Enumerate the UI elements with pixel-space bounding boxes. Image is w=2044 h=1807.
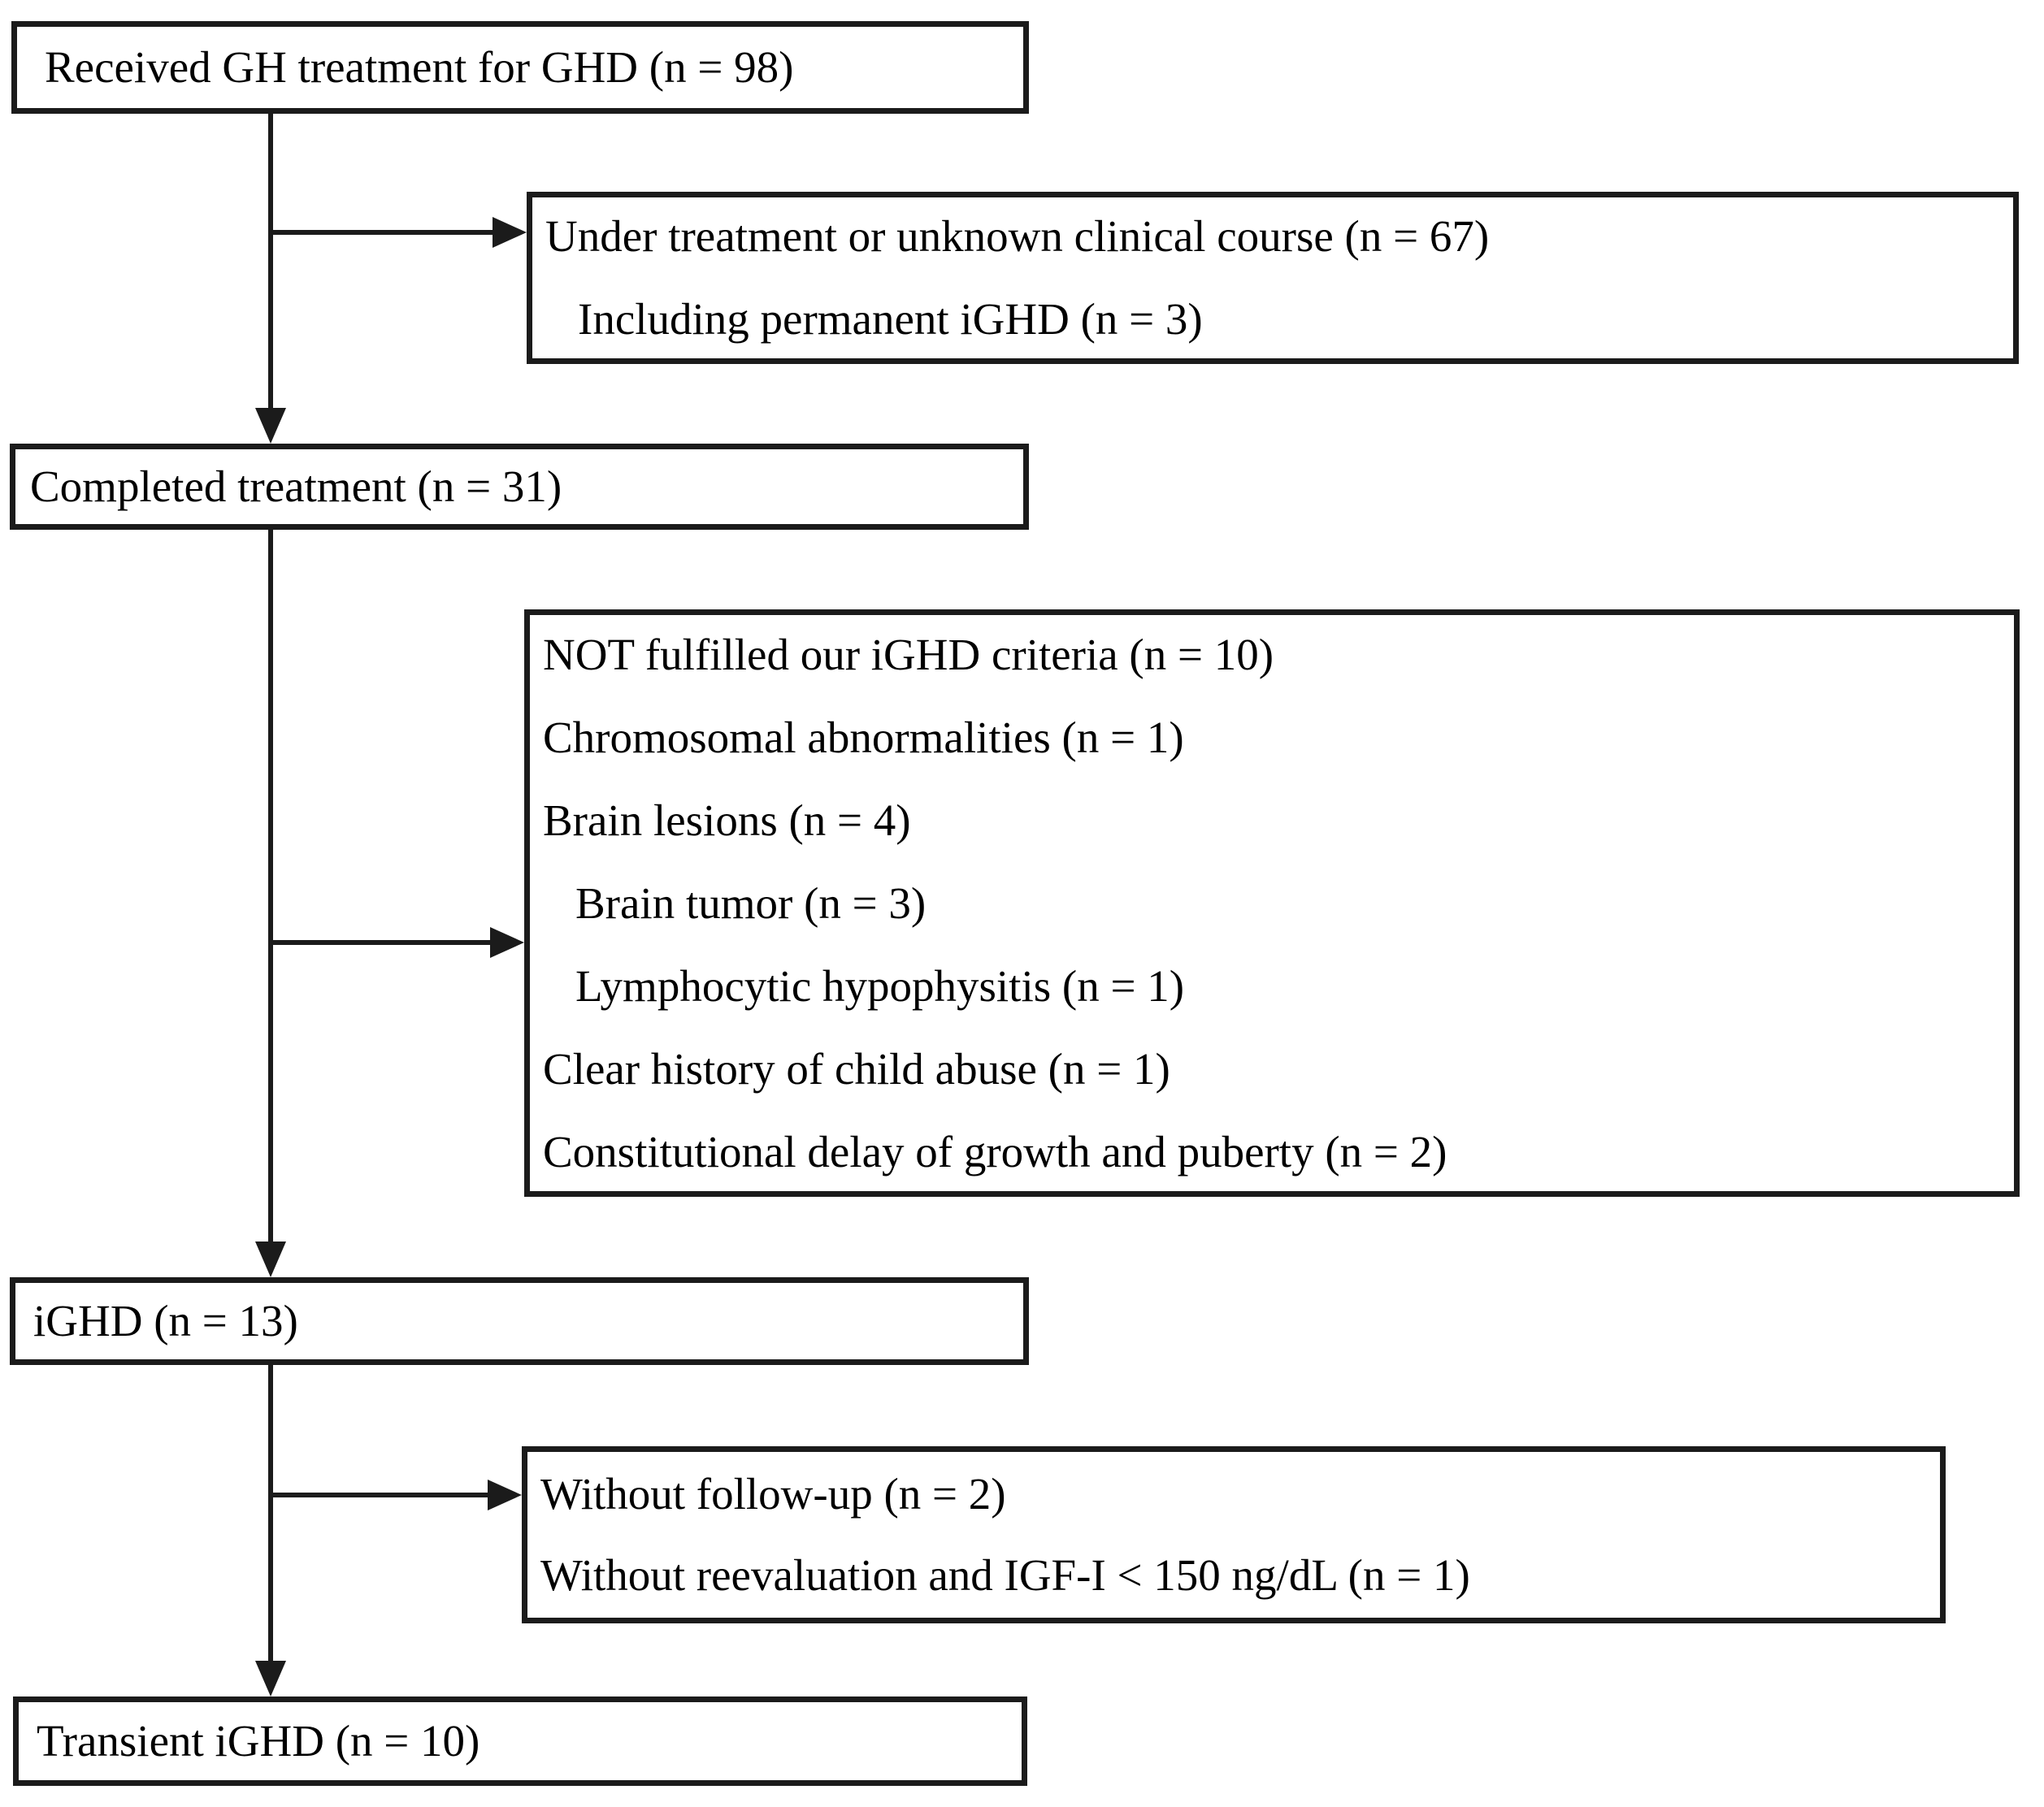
box-line: Without follow-up (n = 2) — [540, 1469, 1006, 1519]
box-line: Chromosomal abnormalities (n = 1) — [543, 712, 1184, 762]
box-line: Completed treatment (n = 31) — [30, 462, 562, 511]
box-transient-ighd: Transient iGHD (n = 10) — [13, 1696, 1027, 1786]
arrow-down-icon — [255, 408, 286, 444]
box-under-treatment-excluded: Under treatment or unknown clinical cour… — [527, 192, 2019, 364]
box-line: Under treatment or unknown clinical cour… — [545, 211, 1490, 261]
box-line: Clear history of child abuse (n = 1) — [543, 1043, 1170, 1094]
box-not-fulfilled-criteria: NOT fulfilled our iGHD criteria (n = 10)… — [524, 609, 2020, 1197]
box-line: Including permanent iGHD (n = 3) — [578, 294, 1203, 344]
box-line: Constitutional delay of growth and puber… — [543, 1126, 1447, 1176]
connector-line-vertical-1 — [268, 114, 273, 408]
box-ighd: iGHD (n = 13) — [10, 1277, 1029, 1365]
box-line: Brain lesions (n = 4) — [543, 795, 911, 845]
connector-line-branch-1 — [268, 230, 493, 235]
box-line: Without reevaluation and IGF-I < 150 ng/… — [540, 1550, 1470, 1600]
connector-line-vertical-3 — [268, 1365, 273, 1661]
box-line: Brain tumor (n = 3) — [575, 878, 927, 928]
arrow-down-icon — [255, 1661, 286, 1696]
connector-line-branch-2 — [268, 940, 490, 945]
arrow-right-icon — [490, 927, 524, 958]
box-completed-treatment: Completed treatment (n = 31) — [10, 444, 1029, 530]
arrow-right-icon — [493, 217, 527, 248]
box-line: Lymphocytic hypophysitis (n = 1) — [575, 960, 1185, 1011]
box-line: NOT fulfilled our iGHD criteria (n = 10) — [543, 629, 1274, 679]
box-line: iGHD (n = 13) — [33, 1296, 298, 1346]
arrow-right-icon — [488, 1480, 522, 1510]
arrow-down-icon — [255, 1242, 286, 1277]
box-line: Transient iGHD (n = 10) — [37, 1716, 480, 1766]
box-line: Received GH treatment for GHD (n = 98) — [45, 42, 794, 92]
box-received-gh-treatment: Received GH treatment for GHD (n = 98) — [11, 21, 1029, 114]
connector-line-branch-3 — [268, 1493, 488, 1497]
box-without-followup: Without follow-up (n = 2) Without reeval… — [522, 1446, 1946, 1623]
connector-line-vertical-2 — [268, 530, 273, 1242]
